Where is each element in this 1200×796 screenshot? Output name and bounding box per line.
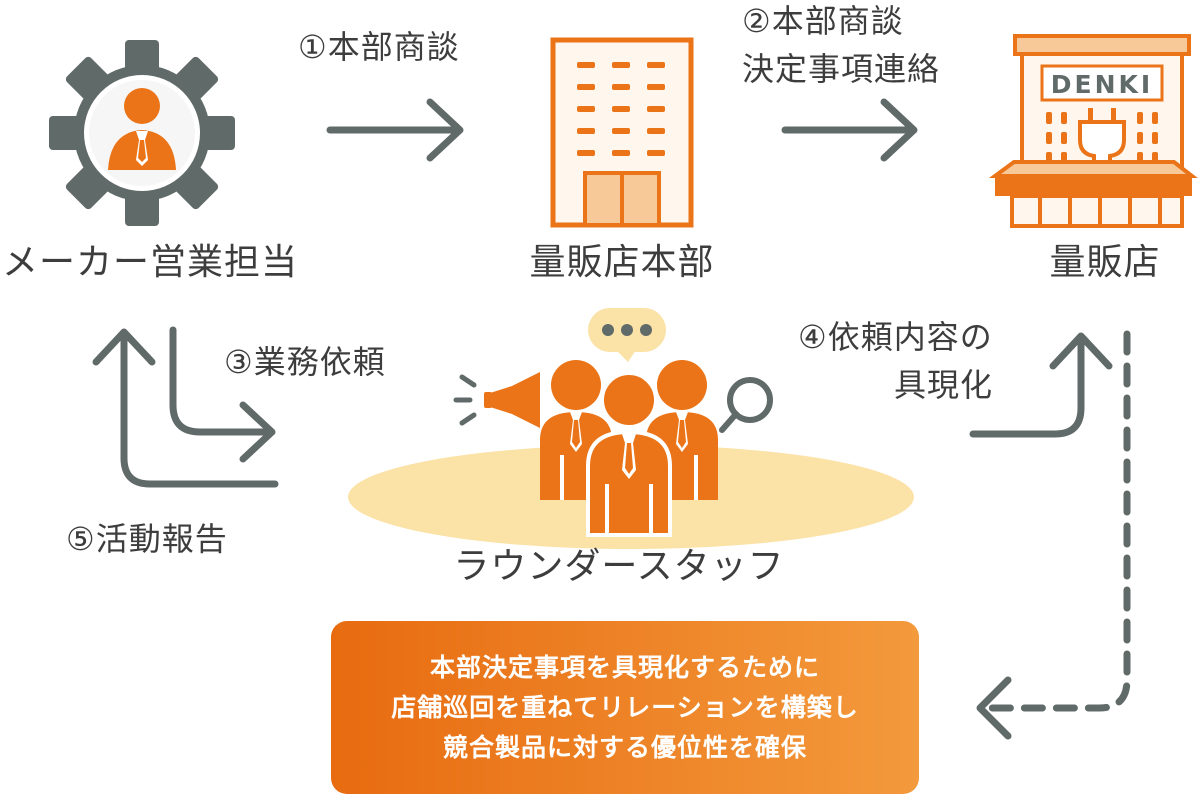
electronics-store-icon: DENKI [988, 34, 1198, 228]
step2-label-line2: 決定事項連絡 [742, 50, 941, 88]
result-line-1: 本部決定事項を具現化するために [429, 652, 820, 682]
staff-group-icon [348, 308, 914, 549]
step4-label-line1: ④依頼内容の [798, 318, 993, 356]
node-label-staff: ラウンダースタッフ [453, 546, 785, 587]
store-sign-text: DENKI [1051, 70, 1153, 99]
step1-label: ①本部商談 [298, 28, 460, 66]
megaphone-icon [453, 372, 540, 428]
office-building-icon [550, 37, 694, 228]
arrow-step2 [781, 98, 918, 162]
arrow-step1 [326, 98, 464, 162]
step5-label: ⑤活動報告 [66, 520, 228, 558]
result-line-3: 競合製品に対する優位性を確保 [442, 732, 807, 762]
node-label-store: 量販店 [1049, 242, 1161, 283]
node-label-hq: 量販店本部 [529, 242, 715, 283]
dashed-arrow [976, 330, 1131, 740]
arrow-step3 [169, 326, 276, 463]
step3-label: ③業務依頼 [224, 343, 386, 381]
result-box: 本部決定事項を具現化するために 店舗巡回を重ねてリレーションを構築し 競合製品に… [331, 621, 919, 794]
step4-label-line2: 具現化 [894, 366, 994, 404]
magnifier-icon [719, 377, 773, 433]
speech-bubble-icon [588, 308, 666, 362]
arrow-step4 [969, 332, 1113, 438]
step2-label-line1: ②本部商談 [742, 2, 904, 40]
arrow-step5 [92, 328, 279, 488]
node-label-maker: メーカー営業担当 [2, 242, 299, 283]
gear-person-icon [49, 40, 235, 226]
result-line-2: 店舗巡回を重ねてリレーションを構築し [391, 692, 859, 722]
